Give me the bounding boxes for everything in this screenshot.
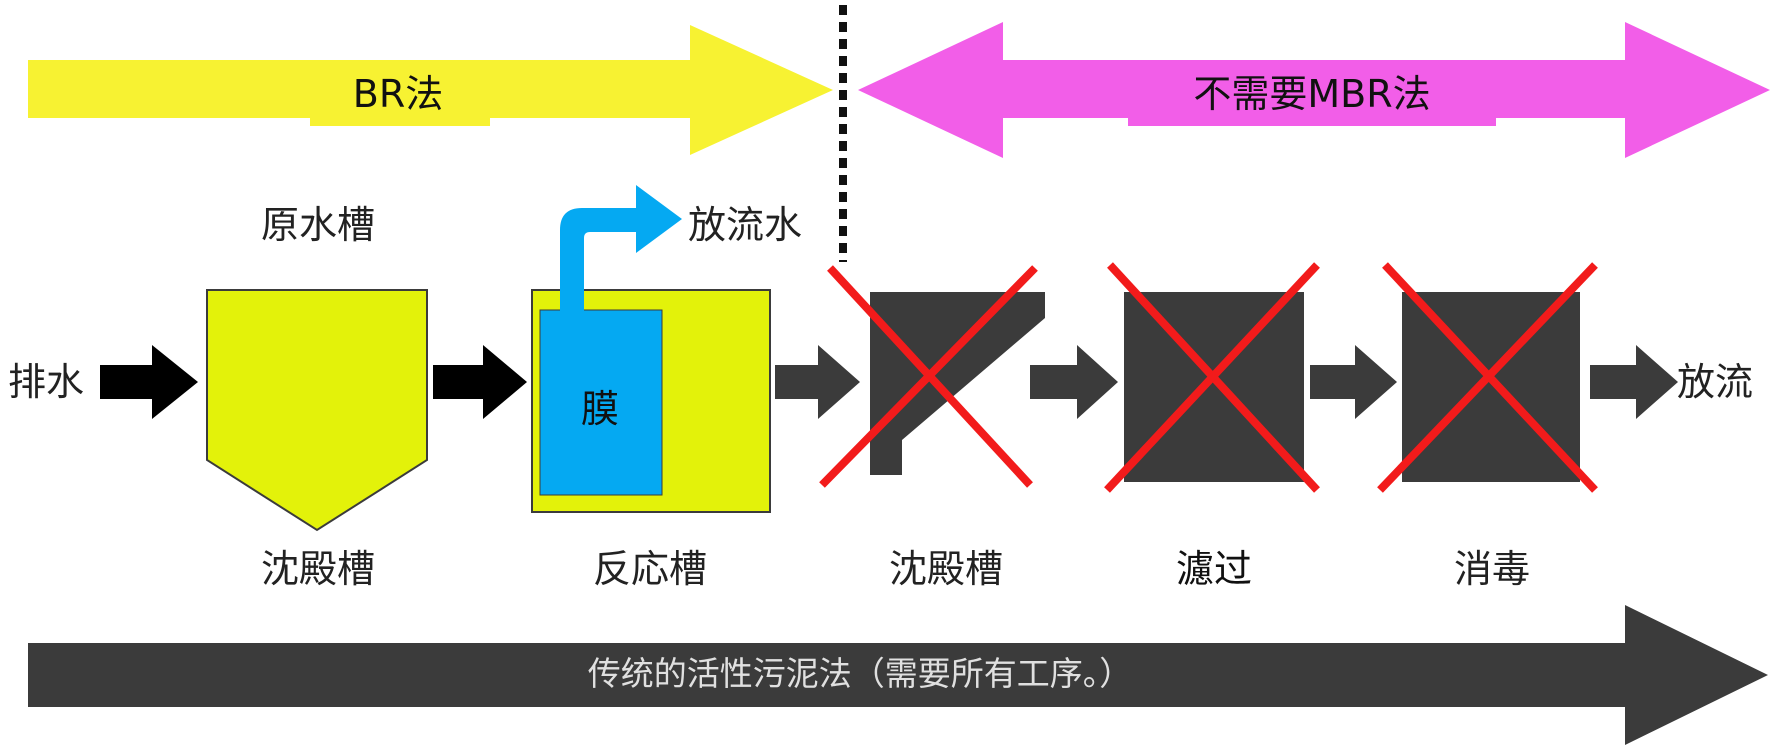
mbr-label-bg: [1128, 64, 1496, 126]
flow-arrow-in: [100, 345, 198, 419]
br-method-label: BR法: [353, 72, 443, 116]
br-label-bg: [310, 64, 490, 126]
disinfection-shape: [1402, 292, 1580, 482]
reaction-tank-label: 反応槽: [593, 547, 707, 591]
disinfection-label: 消毒: [1454, 547, 1530, 591]
discharge-label: 放流: [1677, 360, 1753, 404]
disinfection-cross-icon: [1377, 262, 1598, 493]
flow-arrow-to-settling-2: [775, 345, 860, 419]
effluent-water-label: 放流水: [688, 203, 802, 247]
secondary-settling-cross-icon: [819, 265, 1038, 488]
conventional-process-label: 传统的活性污泥法（需要所有工序。）: [588, 654, 1133, 693]
filtration-shape: [1124, 292, 1304, 482]
mbr-not-needed-label: 不需要MBR法: [1193, 72, 1430, 116]
flow-arrow-to-disinfection: [1310, 345, 1397, 419]
settling-tank-2-label: 沈殿槽: [889, 547, 1003, 591]
filtration-label: 濾过: [1176, 547, 1252, 591]
membrane-shape: [539, 309, 663, 496]
membrane-label: 膜: [581, 387, 619, 431]
settling-tank-1-label: 沈殿槽: [261, 547, 375, 591]
wastewater-in-label: 排水: [8, 360, 84, 404]
filtration-cross-icon: [1104, 262, 1320, 493]
secondary-settling-tank-shape: [870, 292, 1045, 475]
flow-arrow-to-filtration: [1030, 345, 1118, 419]
conventional-process-arrow: [28, 605, 1768, 745]
flow-arrow-out: [1590, 345, 1678, 419]
flow-arrow-to-reaction: [433, 345, 527, 419]
settling-tank-shape: [206, 289, 428, 532]
raw-water-tank-label: 原水槽: [261, 203, 375, 247]
effluent-flow-arrow: [560, 185, 682, 312]
